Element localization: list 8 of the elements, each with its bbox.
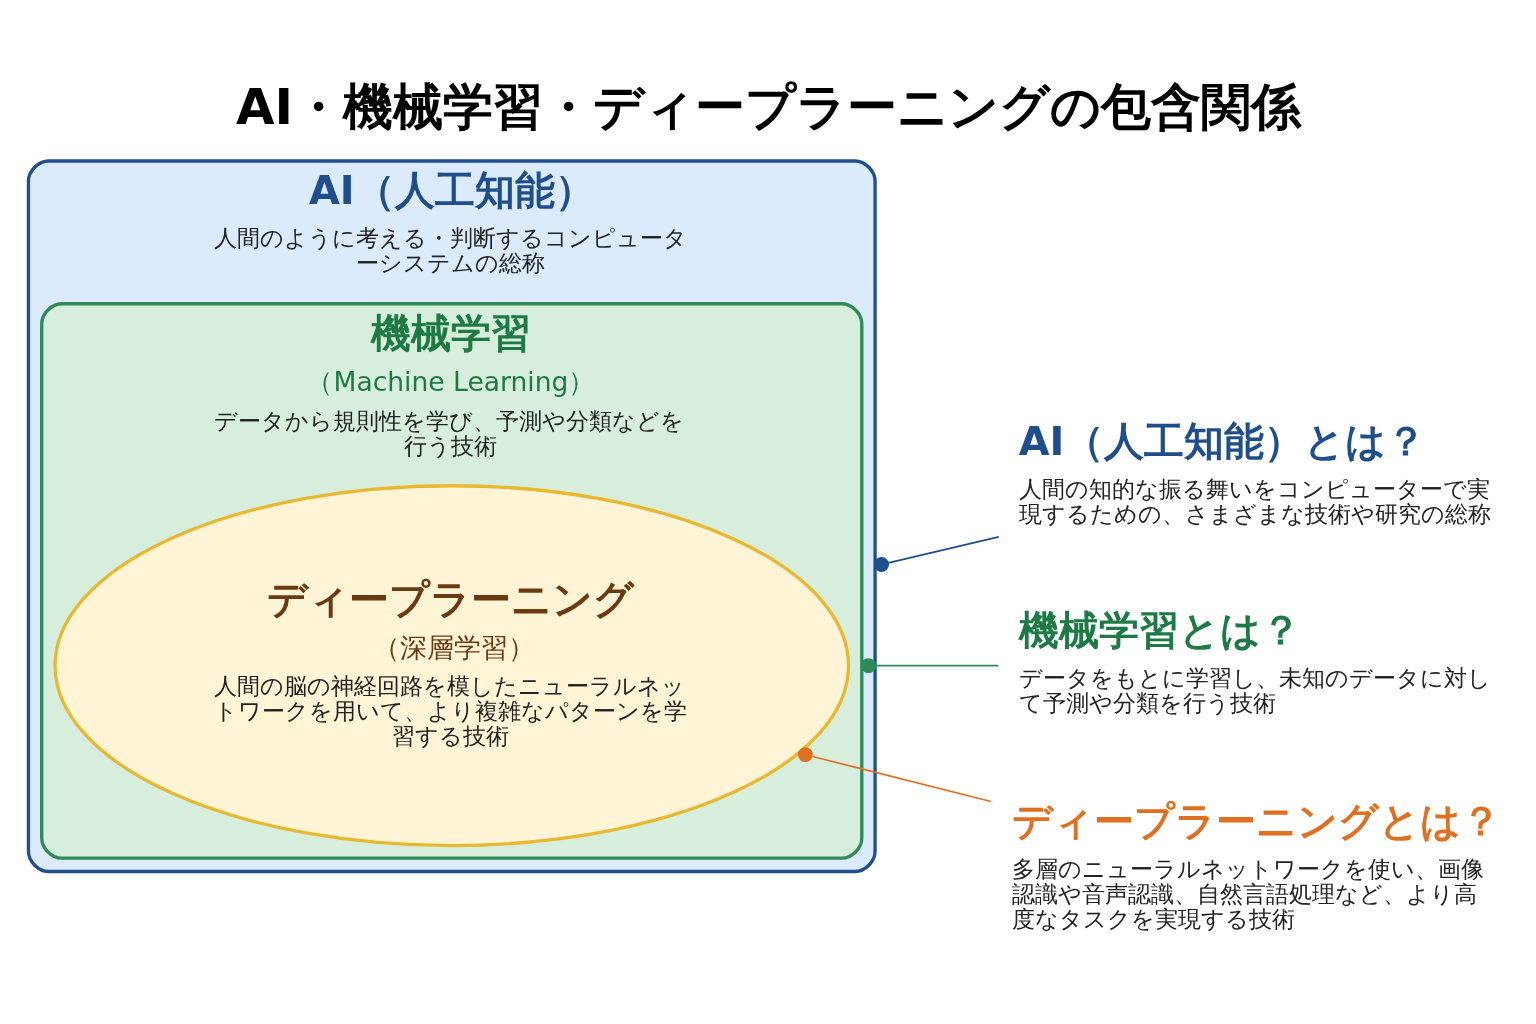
diagram-title: AI・機械学習・ディープラーニングの包含関係 <box>235 77 1302 136</box>
node-ellipse: ディープラーニング （深層学習） 人間の脳の神経回路を模したニューラルネットワークを用いて、より複雑なパターンを学習する技術 <box>53 483 851 847</box>
connector <box>860 657 1000 673</box>
node-text: ディープラーニングとは？ 多層のニューラルネットワークを使い、画像認識や音声認識、自然言語処理など、より高度なタスクを実現する技術 <box>1012 797 1502 932</box>
node-text: AI（人工知能）とは？ 人間の知的な振る舞いをコンピューターで実現するための、さまざまな技術や研究の総称 <box>1018 417 1491 527</box>
connector <box>874 535 1000 572</box>
connector <box>797 746 992 802</box>
node-text: 機械学習とは？ データをもとに学習し、未知のデータに対して予測や分類を行う技術 <box>1018 606 1491 716</box>
